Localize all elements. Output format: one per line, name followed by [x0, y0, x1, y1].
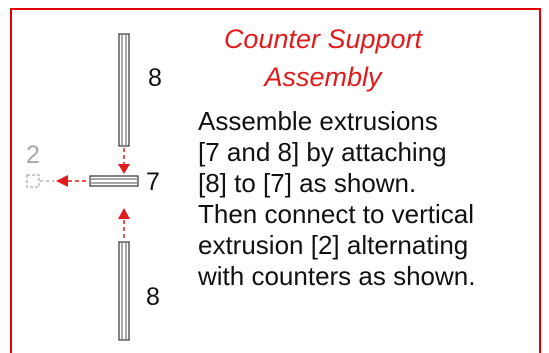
instruction-line: [7 and 8] by attaching [198, 137, 447, 167]
label-bottom-extrusion: 8 [146, 283, 160, 311]
arrow-down [118, 148, 130, 174]
title-line-2: Assembly [264, 62, 382, 92]
instruction-line: with counters as shown. [198, 261, 476, 291]
arrow-left [40, 175, 88, 187]
bottom-extrusion-8 [118, 241, 130, 341]
label-vertical-extrusion: 2 [26, 141, 40, 169]
instruction-line: extrusion [2] alternating [198, 230, 469, 260]
instruction-line: [8] to [7] as shown. [198, 168, 417, 198]
instruction-line: Then connect to vertical [198, 199, 475, 229]
arrow-up [118, 208, 130, 238]
top-extrusion-8 [118, 33, 130, 147]
title-line-1: Counter Support [223, 24, 423, 54]
assembly-instructions: Assemble extrusions [7 and 8] by attachi… [198, 106, 538, 292]
page-frame [10, 8, 541, 353]
vertical-extrusion-2 [26, 174, 40, 188]
label-top-extrusion: 8 [148, 64, 162, 92]
assembly-title: Counter Support Assembly [188, 20, 458, 96]
instruction-line: Assemble extrusions [198, 106, 438, 136]
label-middle-extrusion: 7 [146, 168, 160, 196]
middle-extrusion-7 [89, 175, 139, 187]
